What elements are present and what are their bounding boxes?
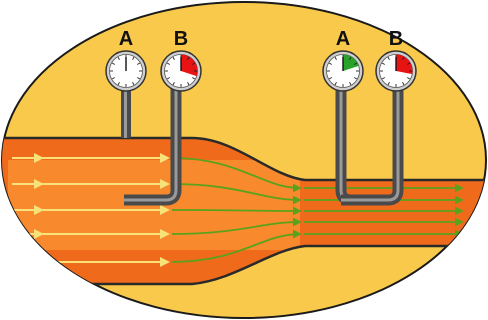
gauge-tick <box>166 77 170 80</box>
gauge-tick <box>111 62 115 65</box>
gauge-label: A <box>336 28 350 50</box>
gauge-tick <box>407 77 411 80</box>
gauge-ticks <box>110 55 142 87</box>
gauge-tick <box>354 62 358 65</box>
gauge-ticks <box>165 55 197 87</box>
gauge-ticks <box>327 55 359 87</box>
gauge-tick <box>192 62 196 65</box>
gauge-tick <box>349 82 352 86</box>
gauge-tick <box>117 56 120 60</box>
gauge-tick <box>137 62 141 65</box>
gauge-tick <box>172 56 175 60</box>
streamline-converging-2 <box>171 183 302 205</box>
gauge-label: B <box>389 28 403 50</box>
gauge-tick <box>117 82 120 86</box>
gauge-label: A <box>119 28 133 50</box>
gauge-tick <box>328 77 332 80</box>
gauge-tick <box>381 77 385 80</box>
gauge-tick <box>354 77 358 80</box>
gauge-tick <box>137 77 141 80</box>
gauge-indicator-wedge <box>396 54 413 75</box>
gauge-tick <box>334 82 337 86</box>
gauge-right-b: B <box>375 28 417 92</box>
gauge-tick <box>328 62 332 65</box>
gauge-tick <box>187 56 190 60</box>
gauge-tick <box>166 62 170 65</box>
gauge-tick <box>407 62 411 65</box>
gauge-tick <box>349 56 352 60</box>
tube-left-a <box>121 82 131 138</box>
tube-left-b <box>124 84 182 206</box>
streamline-converging-3 <box>171 206 302 216</box>
gauge-indicator-wedge <box>181 54 198 77</box>
pipe-top-edge <box>2 136 486 182</box>
gauge-left-a: A <box>105 28 147 92</box>
gauge-tick <box>187 82 190 86</box>
gauge-tick <box>387 56 390 60</box>
gauge-tick <box>334 56 337 60</box>
gauge-left-b: B <box>160 28 202 92</box>
gauge-tick <box>402 56 405 60</box>
gauge-tick <box>381 62 385 65</box>
gauge-tick <box>132 82 135 86</box>
gauge-right-a: A <box>322 28 364 92</box>
gauge-ticks <box>380 55 412 87</box>
gauge-tick <box>387 82 390 86</box>
tube-right-b <box>341 84 404 206</box>
pipe-bottom-edge <box>2 244 486 286</box>
gauge-label: B <box>174 28 188 50</box>
gauge-tick <box>192 77 196 80</box>
gauge-indicator-wedge <box>343 54 359 71</box>
gauge-tick <box>132 56 135 60</box>
streamline-converging-1 <box>171 157 302 193</box>
pressure-tubes <box>121 82 404 206</box>
gauge-tick <box>172 82 175 86</box>
streamline-converging-4 <box>171 217 302 235</box>
gauge-tick <box>111 77 115 80</box>
streamlines <box>12 153 464 267</box>
gauge-tick <box>402 82 405 86</box>
streamline-converging-5 <box>171 229 302 263</box>
